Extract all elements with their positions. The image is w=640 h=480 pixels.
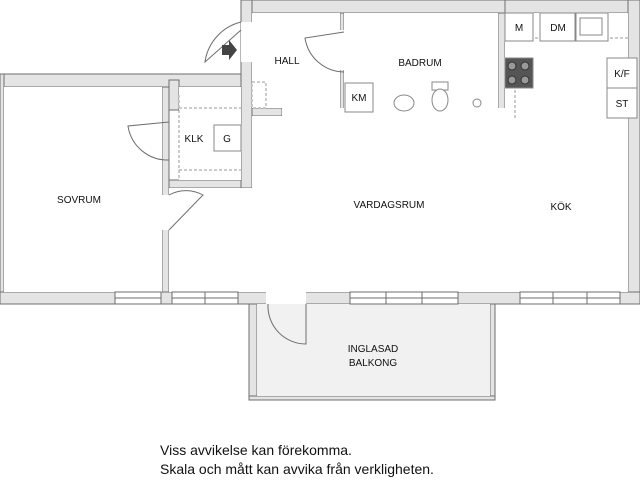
washing-machine-box [344,82,374,113]
windows [114,291,621,305]
room-label-klk: KLK [185,134,204,145]
balcony-floor [257,304,490,396]
fixtures [213,12,638,152]
sink-basin-icon [579,17,603,36]
counter-dm [539,12,576,42]
room-label-sovrum: SOVRUM [57,195,101,206]
fixture-label-st: ST [616,99,629,110]
fixture-label-dm: DM [550,23,566,34]
room-label-kok: KÖK [550,201,571,213]
disclaimer-line-2: Skala och mått kan avvika från verklighe… [160,461,434,477]
entrance-arrow-icon [222,40,237,60]
toilet-bowl-icon [431,88,449,112]
fixture-label-kf: K/F [614,69,630,80]
room-label-badrum: BADRUM [398,58,441,69]
stove-burners-icon [507,61,530,85]
bathroom-sink-icon [393,94,415,112]
fixture-label-g: G [223,134,231,145]
counter-m [504,12,534,42]
disclaimer-line-1: Viss avvikelse kan förekomma. [160,442,352,458]
floor-plan: HALL BADRUM KLK SOVRUM VARDAGSRUM KÖK IN… [0,0,640,401]
door-gaps [162,22,344,304]
room-label-vardagsrum: VARDAGSRUM [354,200,425,211]
room-label-balkong-line1: INGLASAD [348,344,399,355]
room-label-hall: HALL [274,56,299,67]
counter-st [606,87,638,119]
g-box [213,124,242,152]
disclaimer-text: Viss avvikelse kan förekomma. Skala och … [160,441,434,479]
fixture-label-m: M [515,23,523,34]
room-label-balkong-line2: BALKONG [349,358,398,369]
door-swings [127,21,345,345]
shower-icon [472,98,482,108]
fixture-label-km: KM [352,93,367,104]
